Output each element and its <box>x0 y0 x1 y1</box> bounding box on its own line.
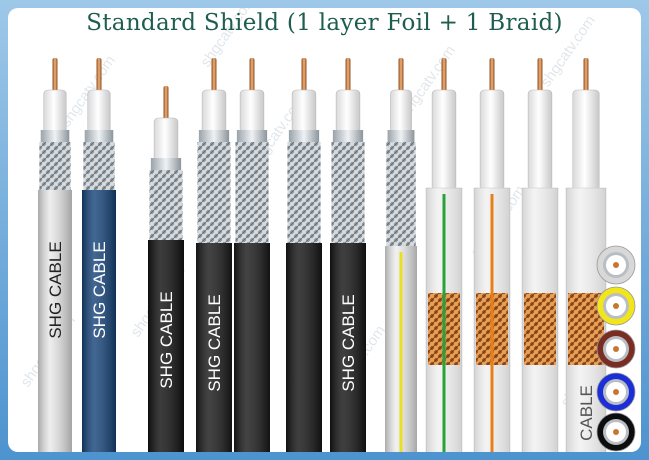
cable-print: SHG CABLE <box>205 294 224 391</box>
coax-cable <box>234 58 270 452</box>
cross-section-group <box>596 245 636 452</box>
coax-cable <box>385 58 417 452</box>
page-title: Standard Shield (1 layer Foil + 1 Braid) <box>86 10 563 36</box>
coax-cable <box>425 58 463 452</box>
cable-cross-section <box>596 372 636 412</box>
coax-cable <box>286 58 322 452</box>
center-conductor <box>489 58 495 94</box>
center-conductor <box>52 58 58 94</box>
center-conductor <box>249 58 255 94</box>
braid-shield <box>386 142 416 248</box>
jacket-shading <box>148 240 184 452</box>
braid-shield <box>235 142 269 245</box>
center-conductor <box>583 58 589 94</box>
center-conductor <box>537 58 543 94</box>
coax-cable: SHG CABLE <box>82 58 116 452</box>
coax-cable <box>521 58 559 452</box>
braid-shield <box>149 170 183 242</box>
jacket-stripe <box>442 194 446 452</box>
center-conductor <box>211 58 217 94</box>
center-conductor <box>96 58 102 94</box>
coax-cable <box>473 58 511 452</box>
jacket-stripe <box>490 194 494 452</box>
jacket-shading <box>234 243 270 452</box>
braid-shield <box>287 142 321 245</box>
jacket-shading <box>38 190 72 452</box>
jacket-shading <box>330 243 366 452</box>
cable-print: SHG CABLE <box>46 241 65 338</box>
conductor-dot <box>613 346 619 352</box>
conductor-dot <box>613 429 619 435</box>
conductor-dot <box>613 262 619 268</box>
cable-cross-section <box>596 286 636 326</box>
cable-print-partial: CABLE <box>577 385 596 441</box>
conductor-dot <box>613 303 619 309</box>
center-conductor <box>301 58 307 94</box>
braid-shield <box>331 142 365 245</box>
coax-cable: SHG CABLE <box>38 58 72 452</box>
center-conductor <box>345 58 351 94</box>
braid-shield <box>83 142 115 192</box>
conductor-dot <box>613 389 619 395</box>
cable-group: SHG CABLE SHG CABLE SHG CABLE SHG CABLE SHG … <box>38 58 607 452</box>
braid-shield <box>524 293 556 365</box>
coax-cable <box>565 58 607 452</box>
coax-cable: SHG CABLE <box>330 58 366 452</box>
cable-cross-section <box>596 412 636 452</box>
cable-print: SHG CABLE <box>339 294 358 391</box>
jacket-shading <box>82 190 116 452</box>
center-conductor <box>398 58 404 94</box>
jacket-shading <box>286 243 322 452</box>
jacket-stripe <box>399 252 403 452</box>
center-conductor <box>441 58 447 94</box>
braid-shield <box>197 142 231 245</box>
cable-print: SHG CABLE <box>157 291 176 388</box>
center-conductor <box>163 86 169 122</box>
coax-cable: SHG CABLE <box>148 86 184 452</box>
cable-cross-section <box>596 245 636 285</box>
coax-cable: SHG CABLE <box>196 58 232 452</box>
jacket-shading <box>196 243 232 452</box>
cable-print: SHG CABLE <box>90 241 109 338</box>
braid-shield <box>39 142 71 192</box>
cable-cross-section <box>596 329 636 369</box>
